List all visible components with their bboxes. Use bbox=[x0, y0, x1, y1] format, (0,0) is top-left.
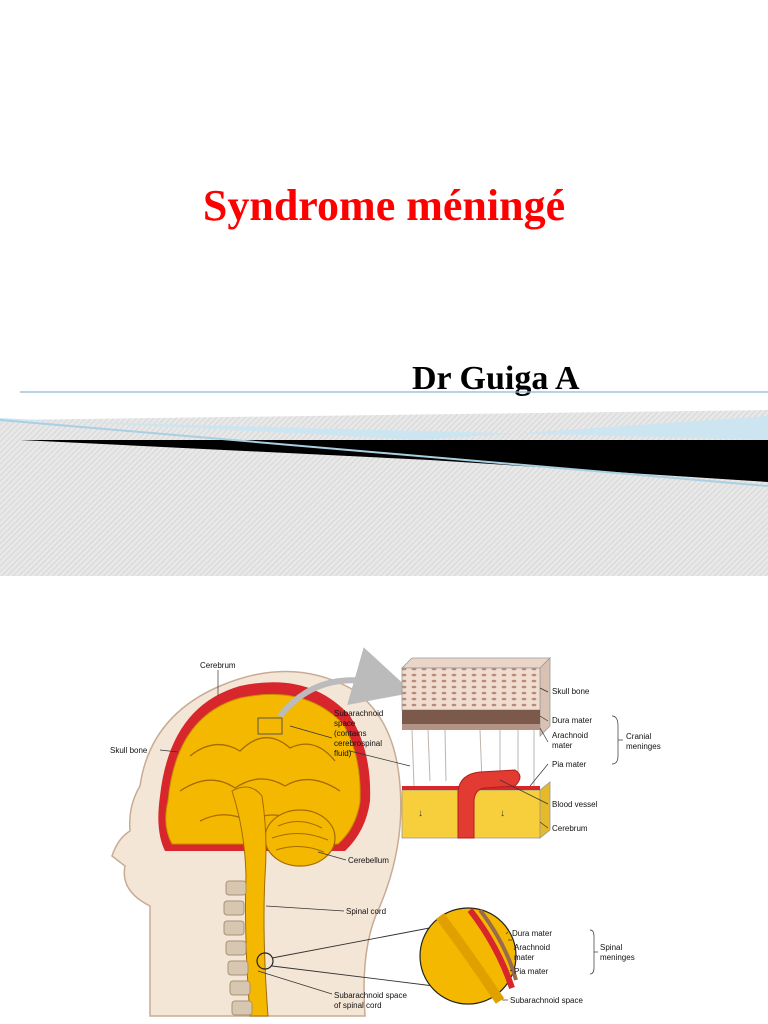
label-dura-mater-bottom: Dura mater bbox=[512, 929, 552, 938]
head-sagittal bbox=[111, 670, 402, 1017]
decorative-band bbox=[0, 391, 768, 576]
label-subarachnoid-3: (contains bbox=[334, 729, 366, 738]
label-skull-bone-right: Skull bone bbox=[552, 687, 590, 696]
label-dura-mater-top: Dura mater bbox=[552, 716, 592, 725]
label-subarachnoid-space: Subarachnoid space bbox=[510, 996, 583, 1005]
label-cranial-1: Cranial bbox=[626, 732, 652, 741]
spinal-meninges-zoom bbox=[271, 907, 518, 1005]
label-blood-vessel: Blood vessel bbox=[552, 800, 598, 809]
slide-author: Dr Guiga A bbox=[412, 360, 580, 397]
label-subarachnoid-4: cerebrospinal bbox=[334, 739, 382, 748]
label-pia-mater-top: Pia mater bbox=[552, 760, 587, 769]
meninges-slide: ↓ ↓ bbox=[0, 576, 768, 1024]
svg-text:↓: ↓ bbox=[500, 808, 505, 819]
svg-text:↓: ↓ bbox=[418, 808, 423, 819]
leader-lines bbox=[159, 670, 623, 1001]
zoom-arrow bbox=[277, 647, 414, 718]
label-arachnoid-bottom-2: mater bbox=[514, 953, 535, 962]
label-subarachnoid-2: space bbox=[334, 719, 356, 728]
label-subarachnoid-spinal-1: Subarachnoid space bbox=[334, 991, 407, 1000]
label-spinal-cord: Spinal cord bbox=[346, 907, 386, 916]
label-subarachnoid-spinal-2: of spinal cord bbox=[334, 1001, 382, 1010]
black-wedge bbox=[20, 440, 768, 482]
label-arachnoid-top-1: Arachnoid bbox=[552, 731, 588, 740]
blue-swoosh bbox=[0, 416, 768, 440]
label-arachnoid-top-2: mater bbox=[552, 741, 573, 750]
label-cerebellum: Cerebellum bbox=[348, 856, 389, 865]
slide-title: Syndrome méningé bbox=[202, 181, 566, 230]
label-cerebrum: Cerebrum bbox=[200, 661, 236, 670]
meninges-diagram: ↓ ↓ bbox=[110, 647, 661, 1017]
label-spinal-1: Spinal bbox=[600, 943, 622, 952]
label-arachnoid-bottom-1: Arachnoid bbox=[514, 943, 550, 952]
blue-stroke bbox=[0, 419, 768, 487]
label-subarachnoid-5: fluid) bbox=[334, 749, 352, 758]
label-cranial-2: meninges bbox=[626, 742, 661, 751]
label-subarachnoid-1: Subarachnoid bbox=[334, 709, 383, 718]
label-cerebrum-right: Cerebrum bbox=[552, 824, 588, 833]
label-skull-bone-left: Skull bone bbox=[110, 746, 148, 755]
cranial-meninges-block: ↓ ↓ bbox=[401, 657, 551, 839]
label-pia-mater-bottom: Pia mater bbox=[514, 967, 549, 976]
label-spinal-2: meninges bbox=[600, 953, 635, 962]
title-slide: Syndrome méningé Dr Guiga A bbox=[0, 181, 768, 576]
